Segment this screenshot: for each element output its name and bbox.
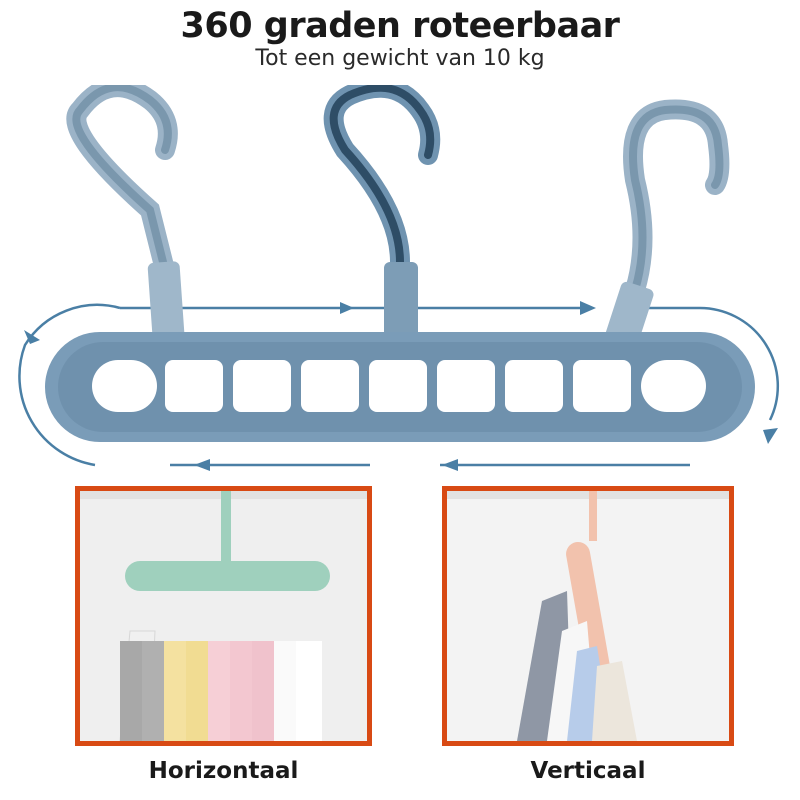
hook-icon xyxy=(66,77,178,280)
horizontal-example-photo xyxy=(75,486,372,746)
hanger-illustration xyxy=(0,77,800,480)
hook-icon xyxy=(323,77,441,272)
vertical-caption: Verticaal xyxy=(530,758,646,784)
page-subtitle: Tot een gewicht van 10 kg xyxy=(255,46,545,71)
vertical-example-photo xyxy=(442,486,734,746)
hook-icon xyxy=(623,99,730,300)
horizontal-caption: Horizontaal xyxy=(148,758,299,784)
page-title: 360 graden roteerbaar xyxy=(180,6,620,46)
